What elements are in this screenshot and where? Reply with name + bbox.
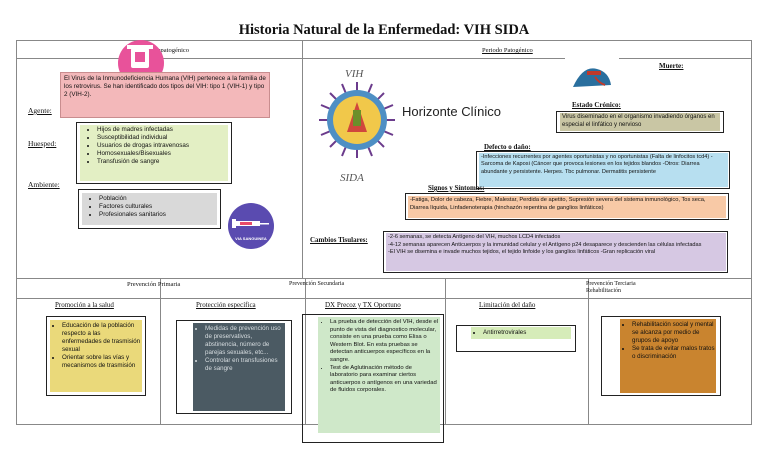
horizonte-clinico: Horizonte Clínico [402,104,501,119]
list-item: Factores culturales [99,203,214,211]
rehab-frame [601,316,721,396]
sida-label: SIDA [340,172,364,184]
agente-label: Agente: [28,106,52,115]
list-item: Medidas de prevención uso de preservativ… [205,325,284,357]
prevencion-terciaria: Prevención Terciaria Rehabilitación [586,281,636,294]
ambiente-frame [78,189,221,229]
proteccion-label: Protección específica [196,301,256,309]
list-item: La prueba de detección del VIH, desde el… [330,319,439,365]
list-item: Educación de la población respecto a las… [62,322,141,354]
limitacion-label: Limitación del daño [479,301,536,309]
periodo-patogenico: Periodo Patogénico [482,47,533,54]
virus-image [317,80,397,160]
promocion-frame [46,316,146,396]
defecto-frame [476,151,730,189]
list-item: Susceptibilidad individual [97,134,225,142]
prevencion-primaria: Prevención Primaria [127,281,181,288]
huesped-box: Hijos de madres infectadasSusceptibilida… [80,125,228,181]
period-divider [16,58,752,59]
dx-frame [302,314,444,443]
list-item: Profesionales sanitarios [99,211,214,219]
muerte-label: Muerte: [659,62,684,70]
cambios-label: Cambios Tisulares: [310,236,368,244]
list-item: Usuarios de drogas intravenosas [97,142,225,150]
col-divider-3 [445,279,446,424]
list-item: Homosexuales/Bisexuales [97,150,225,158]
dx-box: La prueba de detección del VIH, desde el… [318,317,440,433]
top-divider [16,40,752,41]
signos-frame [405,193,729,220]
cambios-box: -2-6 semanas, se detecta Antígeno del VI… [386,233,726,271]
estado-cronico-box: Virus diseminado en el organismo invadie… [560,113,720,131]
injection-icon [232,219,269,228]
dx-label: DX Precoz y TX Oportuno [325,301,401,309]
col-divider-4 [588,279,589,424]
limitacion-frame [456,325,576,352]
proteccion-frame [176,320,292,414]
list-item: Controlar en transfusiones de sangre [205,357,284,373]
signos-box: -Fatiga, Dolor de cabeza, Fiebre, Malest… [408,196,726,218]
via-sanguinea-badge: VIA SANGUINEA [228,203,274,249]
proteccion-box: Medidas de prevención uso de preservativ… [193,323,285,411]
ambiente-box: PoblaciónFactores culturalesProfesionale… [82,193,217,225]
limitacion-box: Antirretrovirales [471,327,571,339]
ambiente-label: Ambiente: [28,180,60,189]
hands-image [565,57,619,93]
list-item: Hijos de madres infectadas [97,126,225,134]
rehab-box: Rehabilitación social y mental se alcanz… [620,319,716,393]
prevention-sub-divider [16,298,752,299]
list-item: Antirretrovirales [483,329,570,337]
cambios-frame [383,231,728,273]
list-item: Orientar sobre las vías y mecanismos de … [62,354,141,370]
list-item: Test de Aglutinación método de laborator… [330,365,439,395]
syringe-icon [127,45,153,68]
vertical-divider [302,40,303,278]
list-item: Rehabilitación social y mental se alcanz… [632,321,715,345]
left-border [16,40,17,425]
col-divider-1 [160,279,161,424]
list-item: Transfusión de sangre [97,158,225,166]
signos-label: Signos y Síntomas: [428,184,485,192]
estado-cronico-label: Estado Crónico: [572,101,621,109]
huesped-frame [76,122,232,184]
agente-box: El Virus de la Inmunodeficiencia Humana … [60,72,270,118]
right-border [751,40,752,425]
promocion-box: Educación de la población respecto a las… [50,320,142,392]
list-item: Población [99,195,214,203]
huesped-label: Huesped: [28,139,57,148]
estado-cronico-frame [556,111,724,133]
page-title: Historia Natural de la Enfermedad: VIH S… [238,22,530,38]
prevencion-secundaria: Prevención Secundaria [289,281,345,287]
promocion-label: Promoción a la salud [55,301,114,309]
defecto-label: Defecto o daño: [484,143,531,151]
defecto-box: -Infecciones recurrentes por agentes opo… [479,153,728,187]
prevention-top-divider [16,278,752,279]
col-divider-2 [305,279,306,424]
list-item: Se trata de evitar malos tratos o discri… [632,345,715,361]
vih-label: VIH [345,68,364,80]
